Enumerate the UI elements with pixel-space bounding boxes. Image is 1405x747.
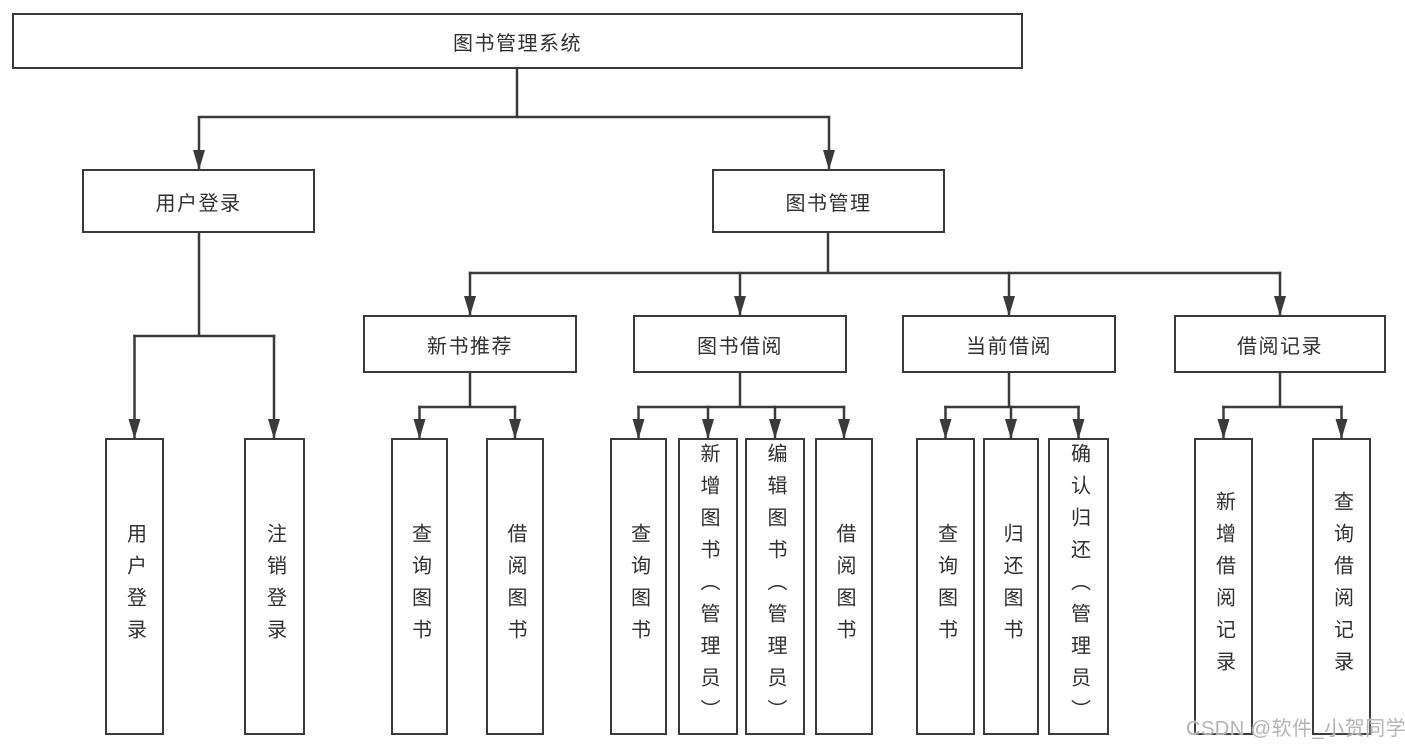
node-user-login: 用户登录 (82, 169, 315, 233)
node-label: 确认归还（管理员） (1067, 442, 1090, 731)
node-label: 查询图书 (934, 522, 957, 651)
leaf-current-return-books: 归还图书 (983, 438, 1039, 735)
leaf-records-add-record: 新增借阅记录 (1194, 438, 1253, 735)
leaf-user-login: 用户登录 (105, 438, 164, 735)
node-label: 编辑图书（管理员） (764, 442, 786, 731)
node-label: 新增图书（管理员） (697, 442, 719, 731)
node-book-borrowing: 图书借阅 (633, 315, 847, 373)
leaf-logout: 注销登录 (244, 438, 305, 735)
leaf-current-query-books: 查询图书 (916, 438, 975, 735)
node-label: 借阅记录 (1237, 335, 1323, 358)
connector-root-to-level2 (193, 67, 835, 171)
node-book-management: 图书管理 (712, 169, 945, 233)
connector-records-to-leaves (1217, 371, 1348, 440)
leaf-borrowing-add-books: 新增图书（管理员） (678, 438, 738, 735)
node-label: 图书管理 (785, 192, 872, 215)
node-label: 用户登录 (155, 192, 242, 215)
node-label: 借阅图书 (504, 522, 526, 651)
node-label: 查询图书 (408, 522, 431, 651)
node-label: 注销登录 (263, 522, 286, 651)
node-label: 新增借阅记录 (1212, 490, 1235, 683)
leaf-recommend-query-books: 查询图书 (391, 438, 448, 735)
node-label: 图书借阅 (697, 335, 783, 358)
node-label: 用户登录 (123, 522, 146, 651)
leaf-borrowing-borrow-books: 借阅图书 (815, 438, 873, 735)
node-label: 新书推荐 (427, 335, 513, 358)
node-root-system: 图书管理系统 (12, 13, 1023, 69)
leaf-records-query-record: 查询借阅记录 (1312, 438, 1371, 735)
leaf-recommend-borrow-books: 借阅图书 (486, 438, 544, 735)
node-label: 当前借阅 (966, 335, 1052, 358)
node-new-book-recommend: 新书推荐 (363, 315, 577, 373)
leaf-borrowing-query-books: 查询图书 (610, 438, 667, 735)
connector-bookmgmt-to-level3 (464, 231, 1286, 317)
connector-current-to-leaves (939, 371, 1085, 440)
connector-userlogin-to-leaves (128, 231, 280, 440)
connector-borrowing-to-leaves (632, 371, 850, 440)
node-label: 查询借阅记录 (1330, 490, 1353, 683)
node-current-borrowing: 当前借阅 (902, 315, 1116, 373)
node-label: 归还图书 (1000, 522, 1022, 651)
node-label: 图书管理系统 (453, 32, 582, 55)
node-label: 查询图书 (627, 522, 650, 651)
csdn-watermark: CSDN @软件_小贺同学 (1186, 718, 1405, 740)
leaf-borrowing-edit-books: 编辑图书（管理员） (745, 438, 805, 735)
leaf-current-confirm-return: 确认归还（管理员） (1048, 438, 1109, 735)
node-borrowing-records: 借阅记录 (1174, 315, 1386, 373)
connector-recommend-to-leaves (413, 371, 521, 440)
node-label: 借阅图书 (833, 522, 855, 651)
